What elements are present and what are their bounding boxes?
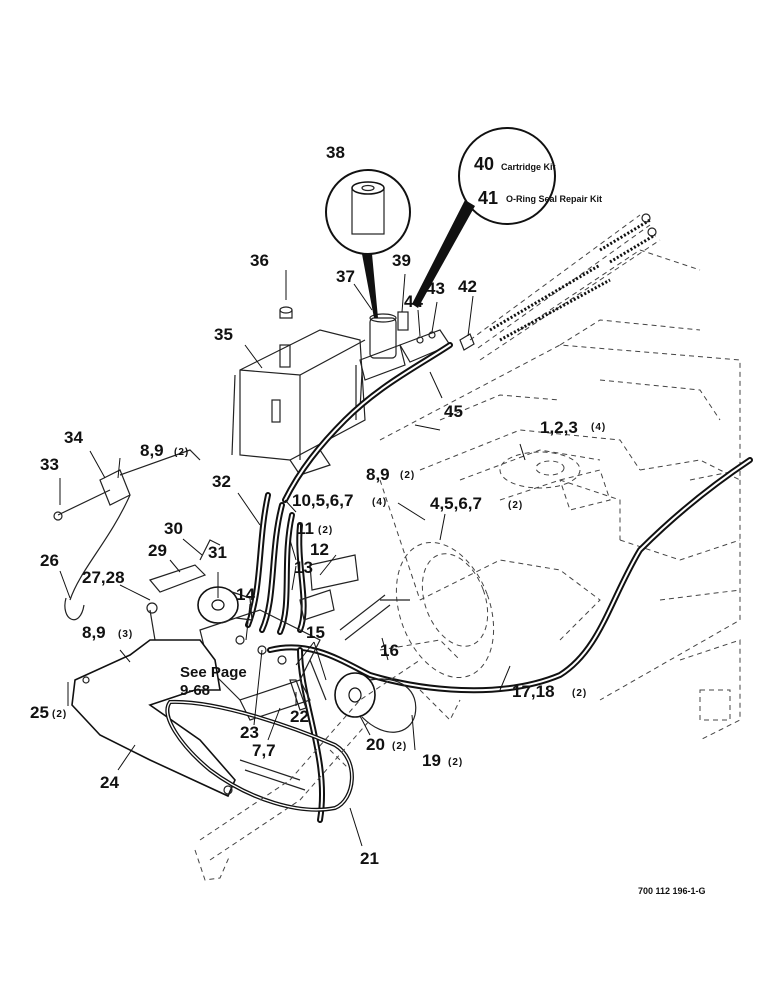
- qty-25: (2): [52, 709, 67, 720]
- label-25: 25: [30, 703, 49, 722]
- qty-20: (2): [392, 741, 407, 752]
- label-41-text: O-Ring Seal Repair Kit: [506, 194, 602, 204]
- label-22: 22: [290, 707, 309, 726]
- mounting-brackets: [299, 554, 410, 641]
- label-43: 43: [426, 279, 445, 298]
- label-32: 32: [212, 472, 231, 491]
- control-linkage: [53, 449, 221, 641]
- gearbox: [395, 451, 581, 679]
- label-26: 26: [40, 551, 59, 570]
- hydraulic-hoses: [245, 342, 753, 823]
- qty-4-5-6-7: (2): [508, 500, 523, 511]
- label-17-18: 17,18: [512, 682, 555, 701]
- label-38: 38: [326, 143, 345, 162]
- label-1-2-3: 1,2,3: [540, 418, 578, 437]
- label-21: 21: [360, 849, 379, 868]
- label-4-5-6-7: 4,5,6,7: [430, 494, 482, 513]
- label-45: 45: [444, 402, 463, 421]
- label-8-9-b: 8,9: [366, 465, 390, 484]
- label-10-5-6-7: 10,5,6,7: [292, 491, 353, 510]
- label-7-7: 7,7: [252, 741, 276, 760]
- see-page-ref: 9-68: [180, 682, 210, 699]
- label-40-text: Cartridge Kit: [501, 162, 556, 172]
- kit-callout: [412, 127, 556, 308]
- label-12: 12: [310, 540, 329, 559]
- oil-tank: [231, 329, 366, 476]
- drawing-number: 700 112 196-1-G: [638, 886, 706, 896]
- label-44: 44: [404, 292, 423, 311]
- label-27-28: 27,28: [82, 568, 125, 587]
- drive-belt: [165, 699, 354, 812]
- label-42: 42: [458, 277, 477, 296]
- label-36: 36: [250, 251, 269, 270]
- label-14: 14: [236, 585, 255, 604]
- lower-shaft: [194, 639, 461, 881]
- label-37: 37: [336, 267, 355, 286]
- qty-19: (2): [448, 757, 463, 768]
- label-23: 23: [240, 723, 259, 742]
- label-19: 19: [422, 751, 441, 770]
- qty-8-9-a: (2): [174, 447, 189, 458]
- label-33: 33: [40, 455, 59, 474]
- label-24: 24: [100, 773, 119, 792]
- part-labels: 38 40 Cartridge Kit 41 O-Ring Seal Repai…: [30, 143, 706, 896]
- qty-10-5-6-7: (4): [372, 497, 387, 508]
- label-29: 29: [148, 541, 167, 560]
- label-41: 41: [478, 188, 498, 208]
- label-13: 13: [294, 558, 313, 577]
- qty-1-2-3: (4): [591, 422, 606, 433]
- label-8-9-a: 8,9: [140, 441, 164, 460]
- label-8-9-c: 8,9: [82, 623, 106, 642]
- qty-8-9-b: (2): [400, 470, 415, 481]
- qty-11: (2): [318, 525, 333, 536]
- label-35: 35: [214, 325, 233, 344]
- label-15: 15: [306, 623, 325, 642]
- label-39: 39: [392, 251, 411, 270]
- pulley-20: [334, 672, 417, 733]
- label-11: 11: [296, 519, 314, 538]
- label-34: 34: [64, 428, 83, 447]
- rear-hoses: [469, 213, 661, 361]
- label-30: 30: [164, 519, 183, 538]
- label-20: 20: [366, 735, 385, 754]
- filter-callout: [325, 169, 411, 318]
- label-40: 40: [474, 154, 494, 174]
- qty-17-18: (2): [572, 688, 587, 699]
- leader-lines: [59, 270, 526, 847]
- see-page-note: See Page: [180, 664, 247, 681]
- qty-8-9-c: (3): [118, 629, 133, 640]
- pulley-31: [197, 586, 253, 624]
- label-31: 31: [208, 543, 227, 562]
- tank-cap: [279, 306, 293, 319]
- label-16: 16: [380, 641, 399, 660]
